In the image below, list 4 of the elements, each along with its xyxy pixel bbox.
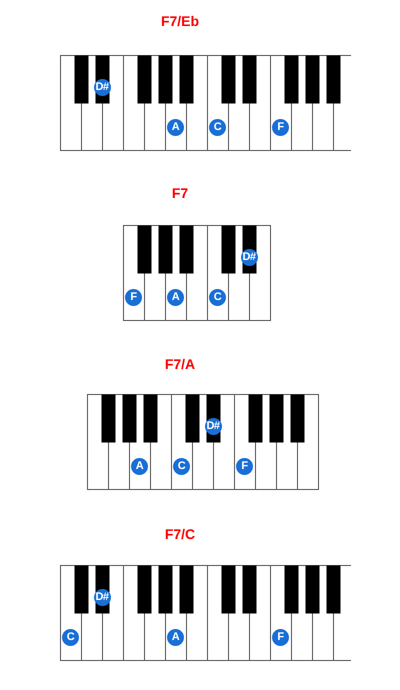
chord-title: F7 <box>172 185 188 201</box>
chord-title: F7/A <box>164 356 196 372</box>
chord-title: F7/Eb <box>160 13 200 29</box>
chord-title: F7/C <box>164 526 196 542</box>
